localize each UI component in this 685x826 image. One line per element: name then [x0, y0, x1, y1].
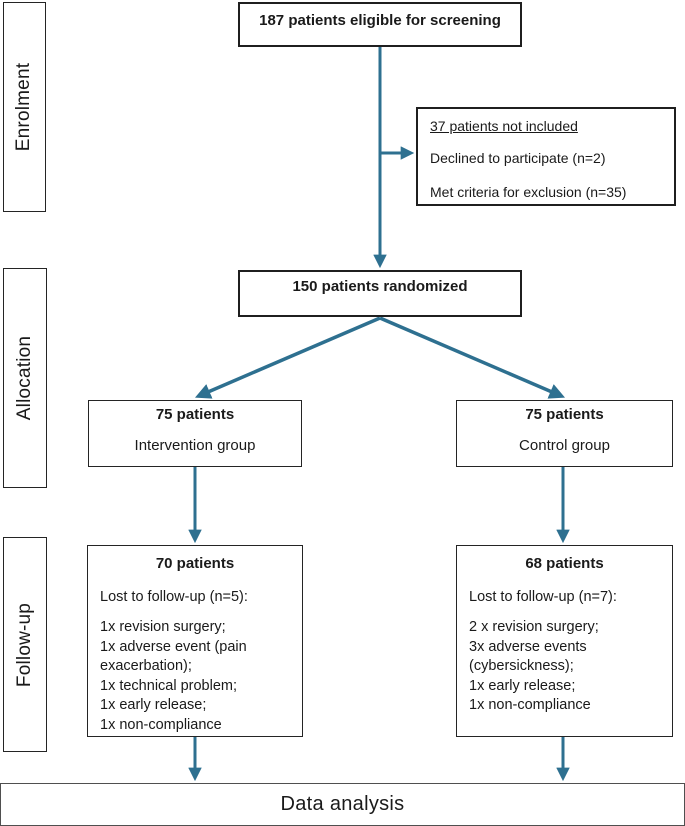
stage-allocation-label: Allocation: [14, 335, 36, 421]
not-included-title: 37 patients not included: [430, 118, 578, 134]
followup-intervention-reasons: 1x revision surgery; 1x adverse event (p…: [100, 618, 296, 735]
screening-box: 187 patients eligible for screening: [238, 2, 522, 47]
randomized-box: 150 patients randomized: [238, 270, 522, 317]
followup-reason: 1x non-compliance: [469, 697, 591, 713]
followup-reason: 3x adverse events (cybersickness);: [469, 638, 587, 675]
arrow-randomized-to-intervention: [194, 316, 381, 399]
followup-control-lost-label: Lost to follow-up (n=7):: [469, 589, 617, 605]
intervention-group-label: Intervention group: [134, 437, 256, 454]
followup-control-count: 68 patients: [525, 555, 604, 572]
followup-control-reasons: 2 x revision surgery; 3x adverse events …: [469, 618, 666, 716]
followup-reason: 1x non-compliance: [100, 716, 222, 733]
stage-allocation: Allocation: [3, 268, 47, 488]
followup-control-box: 68 patients Lost to follow-up (n=7): 2 x…: [456, 545, 673, 737]
followup-reason: 1x adverse event (pain exacerbation);: [100, 638, 247, 675]
followup-intervention-count: 70 patients: [155, 555, 235, 572]
stage-enrolment-label: Enrolment: [13, 62, 35, 152]
control-box: 75 patients Control group: [456, 400, 673, 467]
followup-intervention-box: 70 patients Lost to follow-up (n=5): 1x …: [87, 545, 303, 737]
screening-label: 187 patients eligible for screening: [259, 12, 501, 29]
intervention-count: 75 patients: [155, 406, 235, 423]
followup-intervention-lost-label: Lost to follow-up (n=5):: [100, 589, 248, 605]
followup-reason: 1x revision surgery;: [100, 619, 226, 635]
stage-followup-label: Follow-up: [14, 602, 36, 687]
followup-reason: 1x early release;: [469, 677, 576, 694]
control-group-label: Control group: [519, 437, 610, 454]
data-analysis-box: Data analysis: [0, 783, 685, 826]
stage-followup: Follow-up: [3, 537, 47, 752]
data-analysis-label: Data analysis: [280, 793, 405, 815]
not-included-box: 37 patients not included Declined to par…: [416, 107, 676, 206]
followup-reason: 1x early release;: [100, 697, 207, 713]
control-count: 75 patients: [525, 406, 604, 423]
intervention-box: 75 patients Intervention group: [88, 400, 302, 467]
followup-reason: 2 x revision surgery;: [469, 619, 599, 635]
followup-reason: 1x technical problem;: [100, 677, 238, 694]
not-included-reason: Met criteria for exclusion (n=35): [430, 184, 627, 200]
stage-enrolment: Enrolment: [3, 2, 46, 212]
not-included-reason: Declined to participate (n=2): [430, 150, 606, 166]
randomized-label: 150 patients randomized: [292, 278, 468, 295]
arrow-randomized-to-control: [379, 316, 566, 399]
